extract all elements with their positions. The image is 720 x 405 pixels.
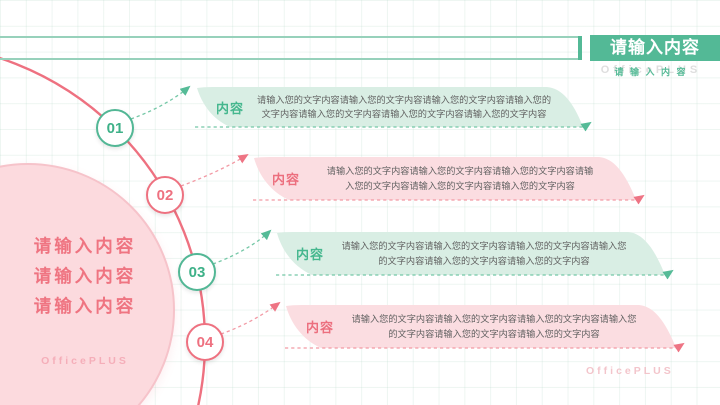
- brand-officeplus: OfficePLUS: [41, 355, 129, 367]
- banner-body-text[interactable]: 请输入您的文字内容请输入您的文字内容请输入您的文字内容请输入您的 文字内容请输入…: [256, 93, 552, 122]
- banner-body-line-2: 的文字内容请输入您的文字内容请输入您的文字内容: [388, 328, 600, 339]
- banner-content-1[interactable]: 内容 请输入您的文字内容请输入您的文字内容请输入您的文字内容请输入您的 文字内容…: [216, 87, 552, 127]
- banner-label[interactable]: 内容: [296, 247, 325, 262]
- slide-title-banner[interactable]: 请输入内容: [590, 35, 720, 61]
- connector-arrow-1: [130, 85, 191, 120]
- banner-ribbon-3[interactable]: [277, 232, 665, 275]
- main-circle-title[interactable]: 请输入内容 请输入内容 请输入内容: [16, 231, 154, 321]
- banner-label[interactable]: 内容: [306, 320, 335, 335]
- step-badge-02[interactable]: 02: [146, 176, 184, 214]
- banner-content-4[interactable]: 内容 请输入您的文字内容请输入您的文字内容请输入您的文字内容请输入您 的文字内容…: [306, 305, 642, 348]
- step-number: 04: [196, 333, 214, 351]
- banner-baseline-arrow-4: [285, 342, 685, 353]
- watermark-footer: OfficePLUS: [586, 365, 674, 377]
- banner-body-text[interactable]: 请输入您的文字内容请输入您的文字内容请输入您的文字内容请输 入您的文字内容请输入…: [312, 164, 608, 193]
- header-line-top: [0, 36, 578, 38]
- slide-subtitle[interactable]: 请 输 入 内 容: [614, 67, 688, 77]
- watermark-header: OfficePLUS: [600, 64, 702, 76]
- header-line-bottom: [0, 58, 578, 60]
- connector-arrow-2: [180, 153, 249, 187]
- banner-body-line-1: 请输入您的文字内容请输入您的文字内容请输入您的文字内容请输入您: [351, 314, 637, 325]
- main-circle-line-2[interactable]: 请输入内容: [33, 266, 137, 286]
- banner-ribbon-1[interactable]: [197, 87, 583, 127]
- banner-body-line-1: 请输入您的文字内容请输入您的文字内容请输入您的文字内容请输入您的: [257, 94, 552, 105]
- banner-body-line-1: 请输入您的文字内容请输入您的文字内容请输入您的文字内容请输入您: [341, 241, 627, 252]
- step-badge-03[interactable]: 03: [178, 253, 216, 291]
- banner-label[interactable]: 内容: [272, 172, 301, 187]
- main-circle-line-3[interactable]: 请输入内容: [33, 296, 137, 316]
- banner-content-2[interactable]: 内容 请输入您的文字内容请输入您的文字内容请输入您的文字内容请输 入您的文字内容…: [272, 157, 608, 200]
- banner-body-line-2: 文字内容请输入您的文字内容请输入您的文字内容请输入您的文字内容: [261, 109, 547, 119]
- banner-body-line-1: 请输入您的文字内容请输入您的文字内容请输入您的文字内容请输: [326, 166, 594, 177]
- banner-body-line-2: 入您的文字内容请输入您的文字内容请输入您的文字内容: [345, 180, 575, 191]
- connector-arrow-3: [212, 229, 272, 265]
- banner-ribbon-4[interactable]: [286, 305, 676, 348]
- banner-ribbon-2[interactable]: [254, 157, 636, 200]
- step-number: 02: [156, 186, 174, 204]
- step-number: 01: [106, 119, 124, 137]
- banner-content-3[interactable]: 内容 请输入您的文字内容请输入您的文字内容请输入您的文字内容请输入您 的文字内容…: [296, 232, 632, 275]
- connector-arrow-4: [220, 301, 281, 335]
- banner-body-text[interactable]: 请输入您的文字内容请输入您的文字内容请输入您的文字内容请输入您 的文字内容请输入…: [336, 239, 632, 268]
- banner-body-text[interactable]: 请输入您的文字内容请输入您的文字内容请输入您的文字内容请输入您 的文字内容请输入…: [346, 312, 642, 341]
- banner-body-line-2: 的文字内容请输入您的文字内容请输入您的文字内容: [378, 255, 590, 266]
- step-badge-04[interactable]: 04: [186, 323, 224, 361]
- step-number: 03: [188, 263, 206, 281]
- slide-title[interactable]: 请输入内容: [610, 38, 700, 57]
- main-circle-line-1[interactable]: 请输入内容: [33, 236, 137, 256]
- banner-label[interactable]: 内容: [216, 100, 245, 116]
- step-badge-01[interactable]: 01: [96, 109, 134, 147]
- title-accent-strip: [578, 36, 582, 60]
